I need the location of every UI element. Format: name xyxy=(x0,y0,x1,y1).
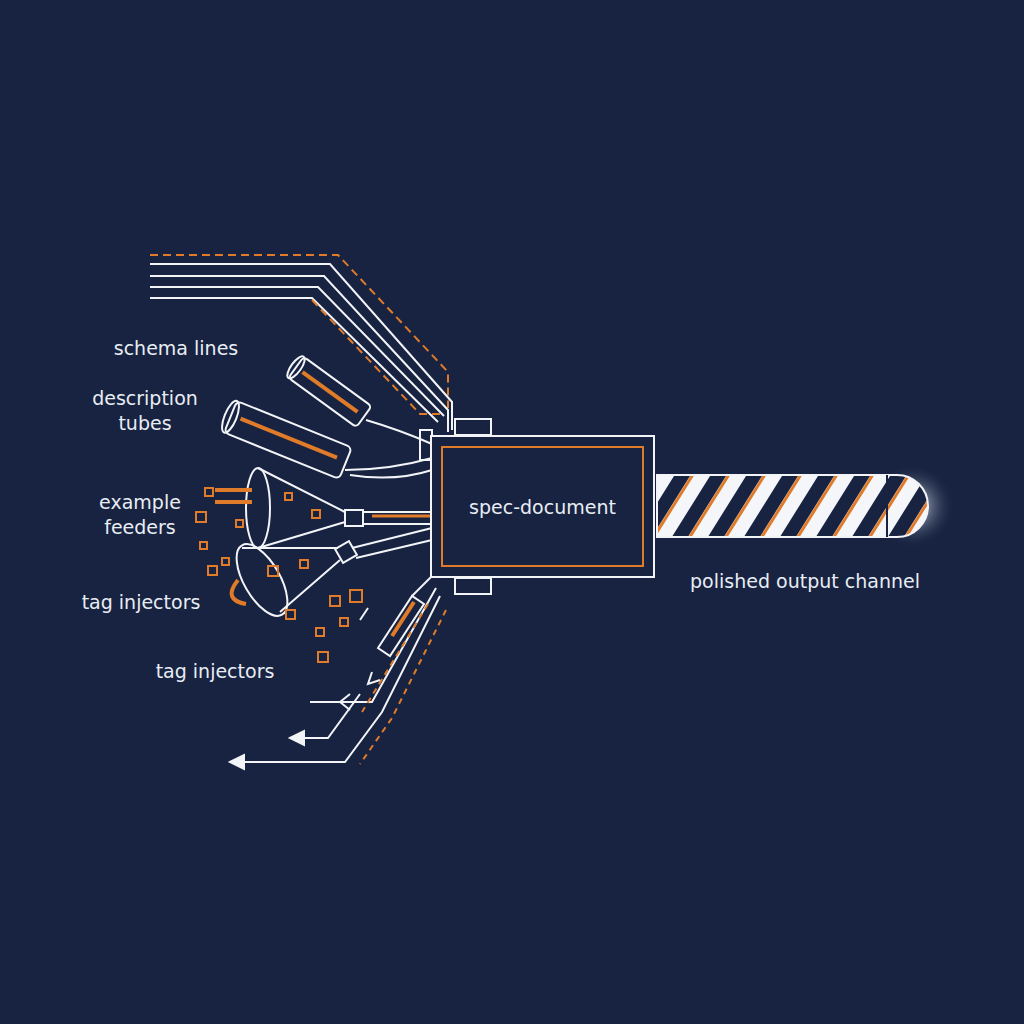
example-feeder xyxy=(226,468,432,624)
description-tube xyxy=(219,399,352,479)
channel-label: polished output channel xyxy=(655,570,955,592)
feeder-stream xyxy=(215,490,430,604)
description-tube xyxy=(284,354,371,427)
part-label: description tubes xyxy=(70,386,220,436)
part-label: schema lines xyxy=(96,336,256,361)
bar-stripe xyxy=(989,468,1024,548)
bar-stripe-edge xyxy=(611,468,661,548)
part-label: tag injectors xyxy=(56,590,226,615)
part-label: tag injectors xyxy=(130,659,300,684)
spec-document-box: spec-document xyxy=(430,435,655,578)
output-channel: polished output channel xyxy=(655,468,955,603)
bar-cap-line xyxy=(886,475,888,537)
bar-stripe-edge xyxy=(971,468,1021,548)
bar-outline xyxy=(657,475,928,537)
bar-stripe-edge xyxy=(1007,468,1024,548)
bar-stripe xyxy=(917,468,983,548)
part-label: example feeders xyxy=(80,490,200,540)
bar-stripe xyxy=(593,468,659,548)
bar-stripe xyxy=(953,468,1019,548)
example-particles xyxy=(196,488,362,662)
box-title: spec-document xyxy=(469,496,616,518)
feed-lines xyxy=(345,420,432,478)
channel-bar xyxy=(655,468,955,548)
bar-stripe-edge xyxy=(935,468,985,548)
bar-stripes xyxy=(593,468,1024,548)
